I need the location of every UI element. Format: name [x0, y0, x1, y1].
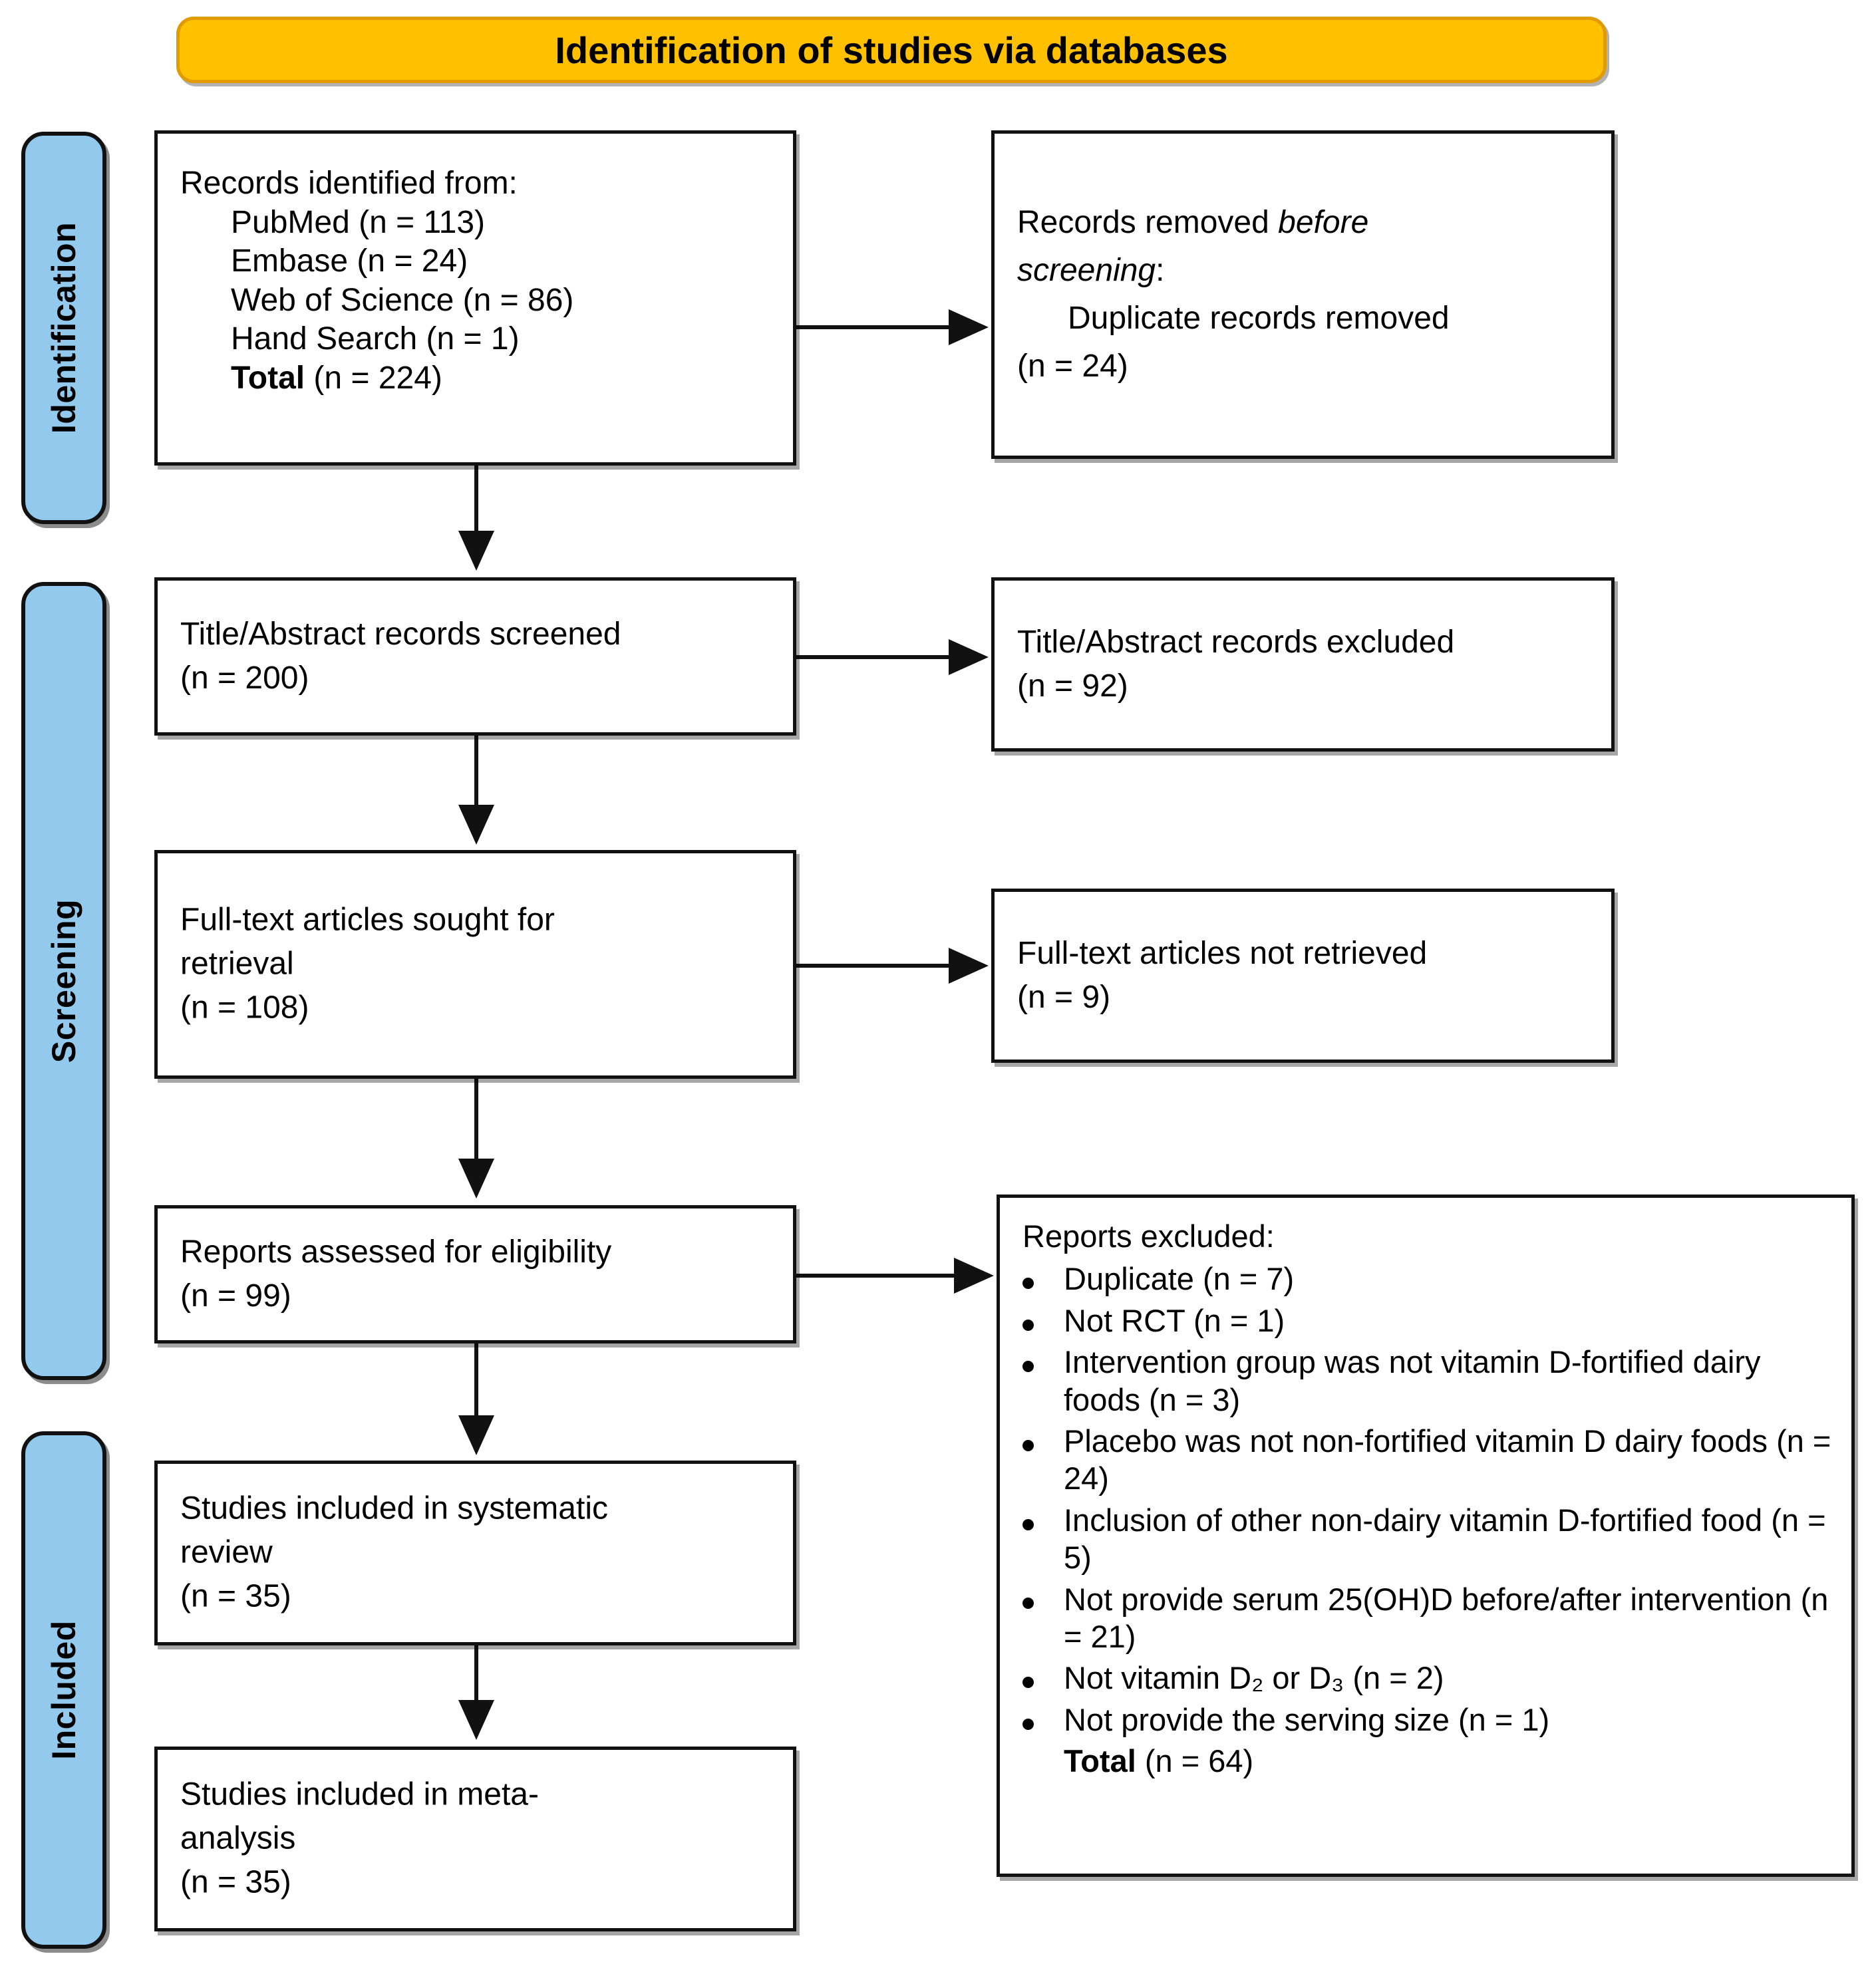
box-records-removed-before-screening: Records removed before screening: Duplic… [991, 130, 1615, 459]
reports-excluded-total-row: Total (n = 64) [1000, 1743, 1835, 1780]
records-identified-total-value: (n = 224) [305, 360, 442, 396]
reports-excluded-total-value: (n = 64) [1136, 1743, 1254, 1779]
reports-assessed-line2: (n = 99) [180, 1278, 291, 1314]
records-identified-source-embase: Embase (n = 24) [231, 243, 468, 279]
studies-systematic-line3: (n = 35) [180, 1579, 291, 1615]
records-removed-detail: Duplicate records removed [1068, 301, 1450, 336]
reports-excluded-item-2: Intervention group was not vitamin D-for… [1064, 1344, 1761, 1417]
bullet-icon [1022, 1598, 1034, 1610]
fulltext-sought-line2: retrieval [180, 946, 294, 982]
studies-systematic-line2: review [180, 1534, 273, 1570]
phase-tab-identification: Identification [21, 132, 106, 524]
studies-systematic-line1: Studies included in systematic [180, 1490, 608, 1526]
reports-excluded-item-1: Not RCT (n = 1) [1064, 1302, 1285, 1338]
reports-excluded-item-3: Placebo was not non-fortified vitamin D … [1064, 1423, 1831, 1496]
list-item: Placebo was not non-fortified vitamin D … [1000, 1423, 1835, 1498]
box-studies-included-meta-analysis: Studies included in meta- analysis (n = … [154, 1747, 796, 1931]
reports-excluded-item-7: Not provide the serving size (n = 1) [1064, 1701, 1550, 1737]
reports-assessed-line1: Reports assessed for eligibility [180, 1234, 612, 1270]
phase-label-screening: Screening [45, 899, 82, 1063]
list-item: Inclusion of other non-dairy vitamin D-f… [1000, 1502, 1835, 1577]
reports-excluded-item-5: Not provide serum 25(OH)D before/after i… [1064, 1581, 1829, 1654]
list-item: Not RCT (n = 1) [1000, 1302, 1835, 1340]
list-item: Not provide serum 25(OH)D before/after i… [1000, 1581, 1835, 1656]
bullet-icon [1022, 1439, 1034, 1451]
reports-excluded-total-label: Total [1064, 1743, 1136, 1779]
reports-excluded-item-0: Duplicate (n = 7) [1064, 1261, 1295, 1297]
records-removed-line2: screening: [1017, 247, 1597, 295]
records-identified-total-label: Total [231, 360, 305, 396]
studies-meta-line1: Studies included in meta- [180, 1776, 539, 1812]
phase-label-identification: Identification [45, 221, 82, 434]
phase-label-included: Included [45, 1620, 82, 1760]
reports-excluded-item-4: Inclusion of other non-dairy vitamin D-f… [1064, 1502, 1826, 1576]
records-removed-line1: Records removed before [1017, 199, 1597, 247]
list-item: Intervention group was not vitamin D-for… [1000, 1343, 1835, 1419]
records-identified-heading: Records identified from: [180, 166, 518, 201]
records-identified-total: Total (n = 224) [180, 359, 778, 398]
fulltext-sought-line3: (n = 108) [180, 990, 309, 1026]
box-records-identified: Records identified from: PubMed (n = 113… [154, 130, 796, 466]
box-studies-included-systematic-review: Studies included in systematic review (n… [154, 1461, 796, 1645]
bullet-icon [1022, 1718, 1034, 1730]
title-abstract-excluded-line2: (n = 92) [1017, 668, 1128, 704]
list-item: Not vitamin D₂ or D₃ (n = 2) [1000, 1659, 1835, 1697]
banner-title: Identification of studies via databases [555, 29, 1228, 71]
bullet-icon [1022, 1361, 1034, 1373]
title-abstract-screened-line2: (n = 200) [180, 660, 309, 696]
box-reports-excluded: Reports excluded: Duplicate (n = 7) Not … [997, 1195, 1855, 1877]
studies-meta-line2: analysis [180, 1820, 296, 1856]
banner-identification-header: Identification of studies via databases [176, 17, 1607, 83]
reports-excluded-list: Duplicate (n = 7) Not RCT (n = 1) Interv… [1000, 1260, 1835, 1780]
records-removed-line1-italic: before [1278, 205, 1369, 240]
reports-excluded-heading: Reports excluded: [1022, 1218, 1275, 1254]
records-removed-line2-plain: : [1156, 253, 1165, 288]
reports-excluded-item-6: Not vitamin D₂ or D₃ (n = 2) [1064, 1660, 1444, 1696]
records-removed-count: (n = 24) [1017, 349, 1128, 384]
list-item: Duplicate (n = 7) [1000, 1260, 1835, 1298]
studies-meta-line3: (n = 35) [180, 1865, 291, 1901]
box-fulltext-not-retrieved: Full-text articles not retrieved (n = 9) [991, 889, 1615, 1063]
fulltext-sought-line1: Full-text articles sought for [180, 902, 555, 938]
records-identified-source-pubmed: PubMed (n = 113) [231, 204, 486, 240]
fulltext-not-retrieved-line2: (n = 9) [1017, 980, 1111, 1015]
records-identified-source-wos: Web of Science (n = 86) [231, 282, 574, 318]
bullet-icon [1022, 1677, 1034, 1689]
records-identified-source-hand: Hand Search (n = 1) [231, 321, 520, 357]
bullet-icon [1022, 1319, 1034, 1331]
box-title-abstract-excluded: Title/Abstract records excluded (n = 92) [991, 577, 1615, 752]
title-abstract-excluded-line1: Title/Abstract records excluded [1017, 624, 1455, 660]
records-removed-line1-plain: Records removed [1017, 205, 1279, 240]
box-fulltext-sought-for-retrieval: Full-text articles sought for retrieval … [154, 850, 796, 1079]
phase-tab-included: Included [21, 1431, 106, 1949]
list-item: Not provide the serving size (n = 1) [1000, 1701, 1835, 1739]
bullet-icon [1022, 1518, 1034, 1530]
box-title-abstract-screened: Title/Abstract records screened (n = 200… [154, 577, 796, 736]
records-removed-line2-italic: screening [1017, 253, 1156, 288]
phase-tab-screening: Screening [21, 582, 106, 1380]
box-reports-assessed-for-eligibility: Reports assessed for eligibility (n = 99… [154, 1205, 796, 1343]
bullet-icon [1022, 1278, 1034, 1290]
fulltext-not-retrieved-line1: Full-text articles not retrieved [1017, 935, 1428, 971]
title-abstract-screened-line1: Title/Abstract records screened [180, 616, 621, 652]
